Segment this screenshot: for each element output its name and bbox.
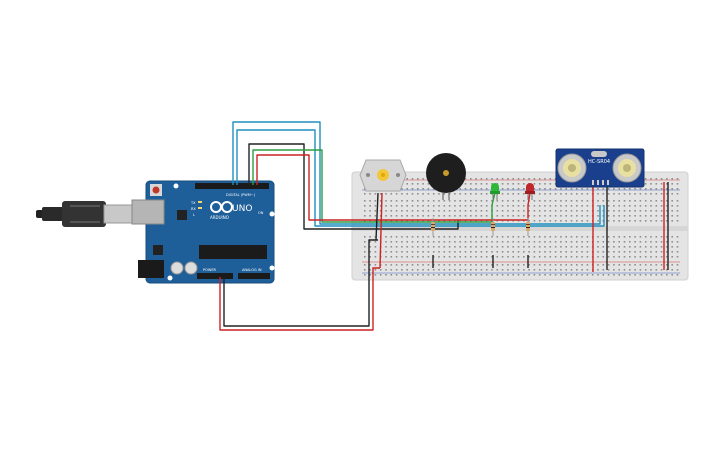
regulator (153, 245, 163, 255)
analog-header-label: ANALOG IN (242, 268, 262, 272)
wire-black-buzzer[interactable] (248, 143, 459, 230)
wire-black-motor[interactable] (375, 192, 379, 241)
wire-red-power[interactable] (219, 267, 380, 331)
tx-label: TX (190, 201, 196, 205)
rx-label: RX (191, 207, 196, 211)
power-header[interactable] (197, 273, 233, 279)
wires[interactable] (219, 121, 669, 331)
wire-black-ground[interactable] (223, 239, 378, 327)
atmega-chip (199, 245, 267, 259)
sensor-model-label: HC-SR04 (588, 159, 610, 165)
wire-blue-outer[interactable] (232, 121, 601, 225)
sensor-crystal (591, 151, 607, 157)
led-red[interactable] (525, 183, 535, 200)
digital-header[interactable] (195, 183, 269, 189)
board-brand-label: ARDUINO (210, 215, 229, 220)
rx-led (198, 207, 202, 209)
wire-blue-inner[interactable] (236, 129, 605, 227)
ultrasonic-sensor[interactable]: HC-SR04 (555, 148, 645, 188)
resistor[interactable] (431, 218, 435, 236)
analog-header[interactable] (238, 273, 270, 279)
power-header-label: POWER (203, 268, 217, 272)
board-model-label: UNO (232, 204, 252, 214)
arduino-uno-board[interactable]: UNO ARDUINO DIGITAL (PWM~) POWER ANALOG … (36, 180, 275, 284)
wire-green-led[interactable] (252, 149, 496, 223)
capacitor (170, 261, 184, 275)
power-jack (138, 260, 164, 278)
resistor[interactable] (491, 218, 495, 236)
led-green[interactable] (490, 183, 500, 200)
capacitor (184, 261, 198, 275)
usb-cable (36, 201, 135, 227)
wire-red-led[interactable] (256, 154, 531, 221)
dc-motor[interactable] (359, 159, 407, 192)
usb-jack (131, 199, 165, 225)
l-label: L (193, 213, 195, 217)
arduino-logo-icon (210, 201, 233, 213)
piezo-buzzer[interactable] (426, 153, 466, 200)
tx-led (198, 201, 202, 203)
resistor[interactable] (526, 218, 530, 236)
wire-red-motor[interactable] (379, 192, 383, 269)
usb-chip (177, 210, 187, 220)
on-label: ON (258, 211, 264, 215)
digital-header-label: DIGITAL (PWM~) (226, 193, 256, 197)
